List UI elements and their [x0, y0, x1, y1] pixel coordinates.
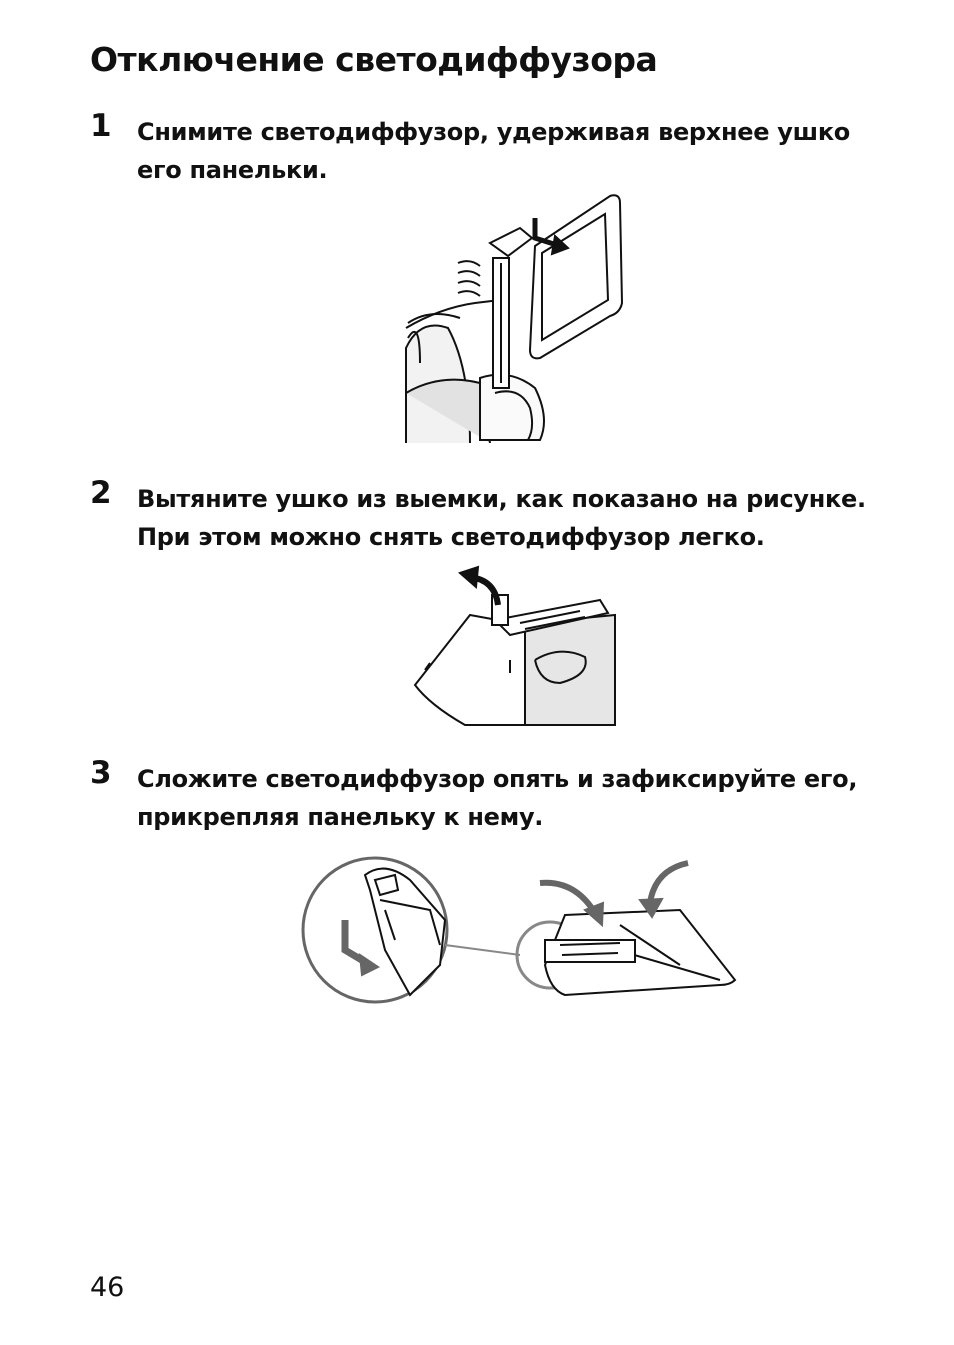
diffuser-fold-illustration: [300, 855, 740, 1010]
page-title: Отключение светодиффузора: [90, 40, 658, 79]
tab-pull-illustration: [410, 565, 620, 727]
step-text: Снимите светодиффузор, удерживая верхнее…: [137, 118, 850, 184]
step-number: 2: [90, 475, 112, 511]
step-number: 1: [90, 108, 112, 144]
diffuser-removal-illustration: [400, 188, 630, 443]
page-number: 46: [90, 1272, 125, 1303]
step-number: 3: [90, 755, 112, 791]
step-text: Вытяните ушко из выемки, как показано на…: [137, 485, 866, 551]
step-text: Сложите светодиффузор опять и зафиксируй…: [137, 765, 858, 831]
